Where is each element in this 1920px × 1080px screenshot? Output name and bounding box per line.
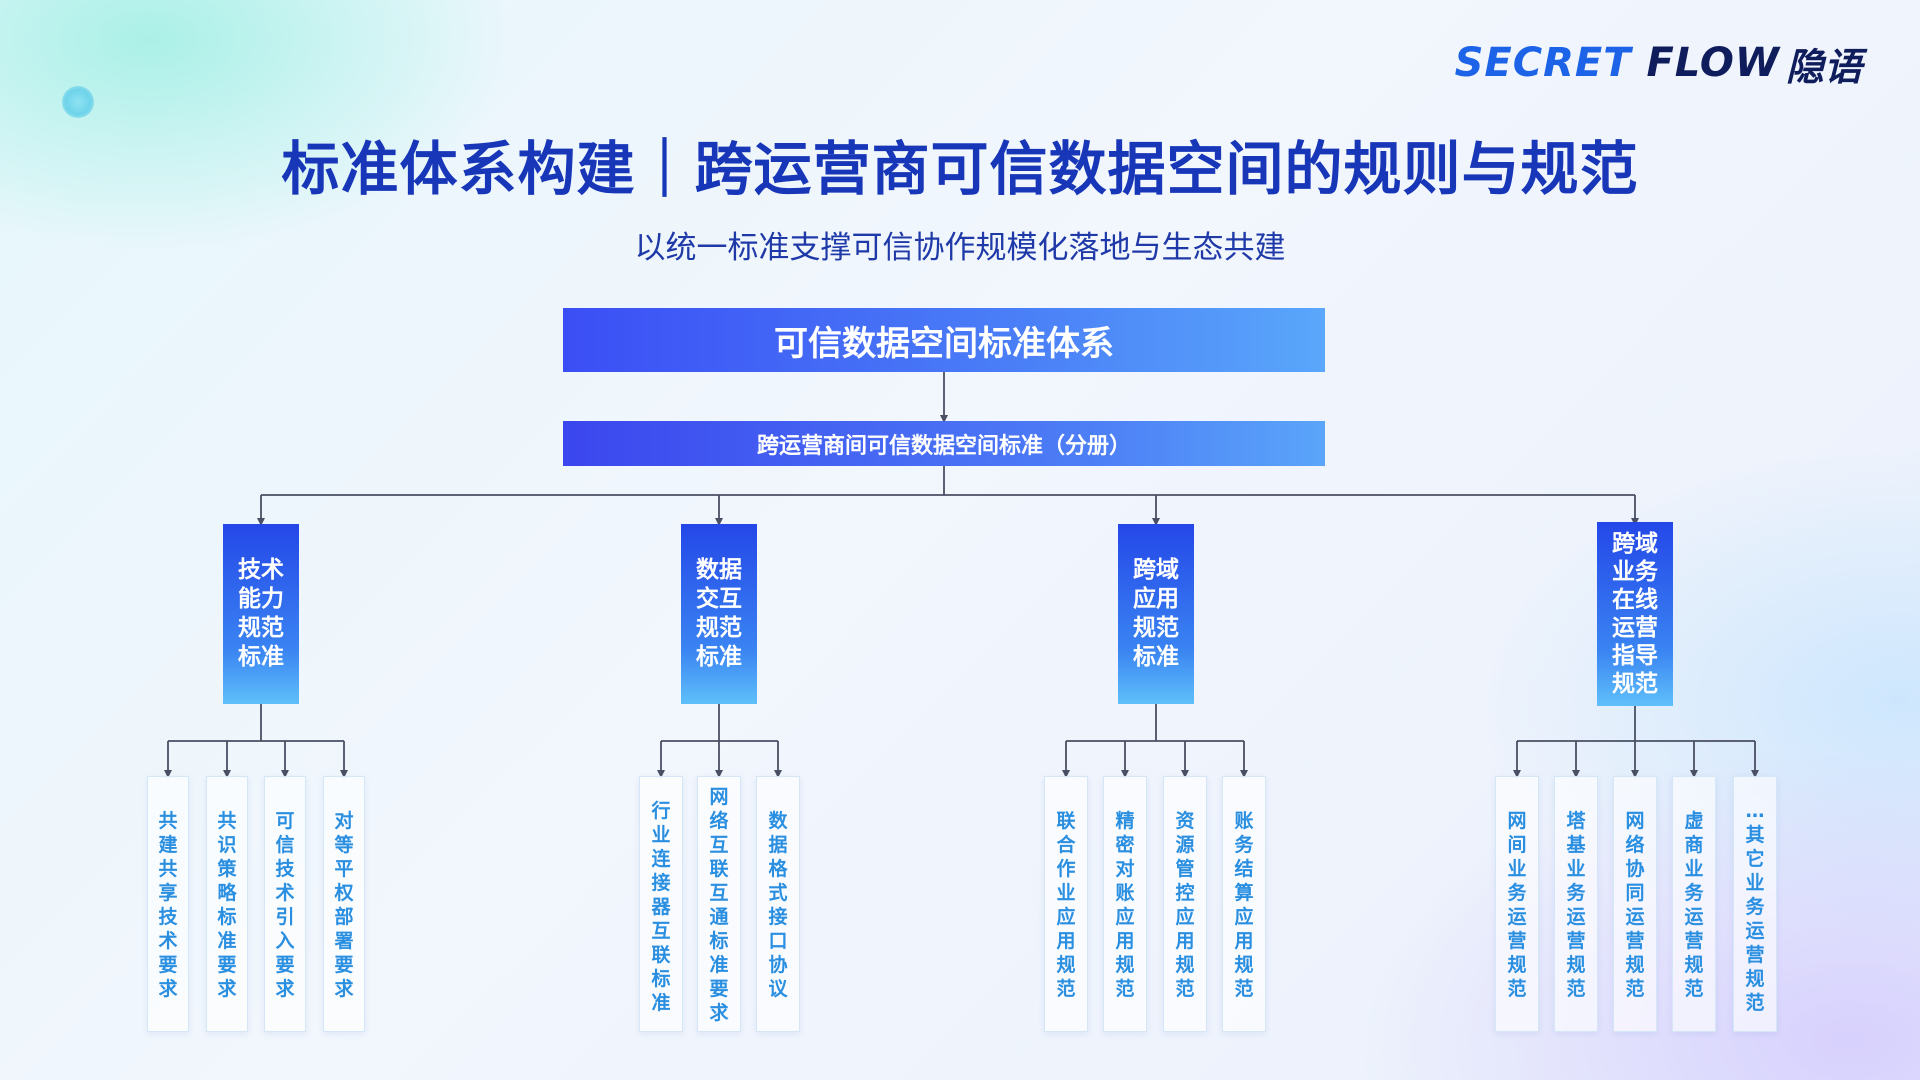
leaf-node: 可信技术引入要求 bbox=[264, 776, 306, 1032]
leaf-node: 共识策略标准要求 bbox=[206, 776, 248, 1032]
leaf-node: 行业连接器互联标准 bbox=[639, 776, 683, 1032]
leaf-label: 资源管控应用规范 bbox=[1175, 810, 1195, 1000]
leaf-label: 网络协同运营规范 bbox=[1625, 810, 1645, 1000]
leaf-label: 数据格式接口协议 bbox=[768, 810, 788, 1000]
leaf-label: 可信技术引入要求 bbox=[275, 810, 295, 1000]
leaf-label: 网络互联互通标准要求 bbox=[709, 786, 729, 1024]
leaf-node: …其它业务运营规范 bbox=[1733, 776, 1777, 1032]
leaf-node: 联合作业应用规范 bbox=[1044, 776, 1088, 1032]
page-subtitle: 以统一标准支撑可信协作规模化落地与生态共建 bbox=[634, 230, 1286, 266]
leaf-node: 共建共享技术要求 bbox=[147, 776, 189, 1032]
category-label: 技术能力规范标准 bbox=[238, 557, 284, 670]
leaf-label: …其它业务运营规范 bbox=[1745, 800, 1765, 1014]
brand-logo: SECRET FLOW 隐语 bbox=[1455, 38, 1862, 89]
leaf-node: 资源管控应用规范 bbox=[1163, 776, 1207, 1032]
sub-node: 跨运营商间可信数据空间标准（分册） bbox=[563, 421, 1325, 466]
decorative-glow-dot bbox=[62, 86, 94, 118]
category-node: 数据交互规范标准 bbox=[681, 524, 757, 704]
category-label: 数据交互规范标准 bbox=[696, 557, 742, 670]
logo-wordmark-a: SECRET bbox=[1454, 40, 1632, 86]
logo-wordmark: SECRET FLOW bbox=[1455, 40, 1780, 86]
leaf-node: 网络互联互通标准要求 bbox=[697, 776, 741, 1032]
leaf-node: 账务结算应用规范 bbox=[1222, 776, 1266, 1032]
category-node: 跨域应用规范标准 bbox=[1118, 524, 1194, 704]
leaf-node: 精密对账应用规范 bbox=[1103, 776, 1147, 1032]
category-node: 跨域业务在线运营指导规范 bbox=[1597, 522, 1673, 706]
category-node: 技术能力规范标准 bbox=[223, 524, 299, 704]
leaf-node: 对等平权部署要求 bbox=[323, 776, 365, 1032]
leaf-label: 行业连接器互联标准 bbox=[651, 800, 671, 1014]
leaf-label: 塔基业务运营规范 bbox=[1566, 810, 1586, 1000]
leaf-label: 对等平权部署要求 bbox=[334, 810, 354, 1000]
leaf-label: 精密对账应用规范 bbox=[1115, 810, 1135, 1000]
leaf-node: 网间业务运营规范 bbox=[1495, 776, 1539, 1032]
logo-chinese: 隐语 bbox=[1785, 44, 1862, 89]
logo-wordmark-b: FLOW bbox=[1646, 40, 1780, 86]
leaf-node: 塔基业务运营规范 bbox=[1554, 776, 1598, 1032]
page-title: 标准体系构建｜跨运营商可信数据空间的规则与规范 bbox=[281, 135, 1639, 203]
category-label: 跨域业务在线运营指导规范 bbox=[1612, 531, 1658, 697]
leaf-node: 网络协同运营规范 bbox=[1613, 776, 1657, 1032]
leaf-label: 共识策略标准要求 bbox=[217, 810, 237, 1000]
root-node: 可信数据空间标准体系 bbox=[563, 308, 1325, 372]
leaf-node: 数据格式接口协议 bbox=[756, 776, 800, 1032]
leaf-node: 虚商业务运营规范 bbox=[1672, 776, 1716, 1032]
category-label: 跨域应用规范标准 bbox=[1133, 557, 1179, 670]
leaf-label: 网间业务运营规范 bbox=[1507, 810, 1527, 1000]
leaf-label: 账务结算应用规范 bbox=[1234, 810, 1254, 1000]
leaf-label: 共建共享技术要求 bbox=[158, 810, 178, 1000]
leaf-label: 联合作业应用规范 bbox=[1056, 810, 1076, 1000]
leaf-label: 虚商业务运营规范 bbox=[1684, 810, 1704, 1000]
